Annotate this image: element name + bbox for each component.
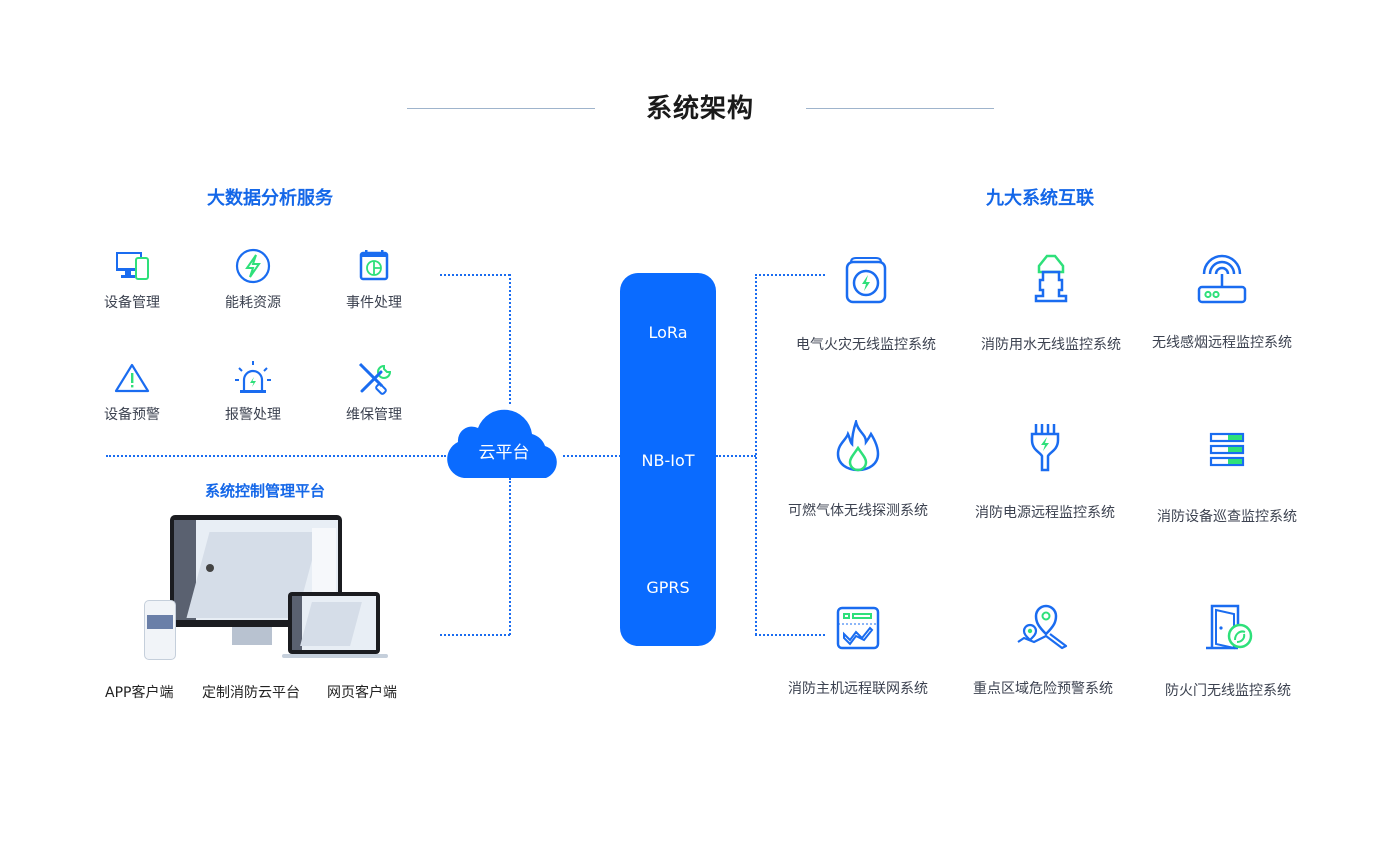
systems-title: 九大系统互联 [986, 188, 1094, 209]
system-host-networking[interactable]: 消防主机远程联网系统 [773, 606, 943, 698]
warning-icon [114, 363, 150, 393]
fire-door-icon [1206, 604, 1253, 650]
flame-icon [836, 420, 880, 472]
energy-icon [235, 248, 271, 284]
feature-alarm-handling[interactable]: 报警处理 [203, 360, 303, 424]
system-smoke-detection[interactable]: 无线感烟远程监控系统 [1137, 254, 1307, 352]
system-label: 电气火灾无线监控系统 [796, 337, 936, 353]
alarm-light-icon [235, 361, 271, 393]
system-label: 消防设备巡查监控系统 [1157, 509, 1297, 525]
page-title: 系统架构 [645, 94, 754, 124]
plug-icon [1030, 424, 1060, 472]
device-label-cloud: 定制消防云平台 [202, 685, 300, 701]
connector-pillar-right [716, 455, 756, 457]
system-equipment-patrol[interactable]: 消防设备巡查监控系统 [1142, 432, 1312, 526]
system-label: 消防用水无线监控系统 [981, 337, 1121, 353]
system-label: 防火门无线监控系统 [1165, 683, 1291, 699]
title-divider-left [407, 108, 595, 109]
cloud-icon [447, 409, 557, 478]
server-rack-icon [1209, 432, 1245, 467]
system-fire-door[interactable]: 防火门无线监控系统 [1143, 604, 1313, 700]
tools-icon [358, 362, 392, 395]
protocol-gprs: GPRS [646, 578, 690, 597]
monitor-stand [232, 627, 272, 645]
connector-platform-v [509, 478, 511, 635]
feature-label: 事件处理 [346, 295, 402, 311]
system-gas-detection[interactable]: 可燃气体无线探测系统 [773, 420, 943, 520]
connector-right-v [755, 274, 757, 635]
location-pin-icon [1017, 604, 1068, 650]
laptop-base [282, 654, 388, 658]
system-fire-water[interactable]: 消防用水无线监控系统 [966, 252, 1136, 354]
connector-analytics-v [509, 274, 511, 404]
feature-label: 能耗资源 [225, 295, 281, 311]
system-label: 重点区域危险预警系统 [973, 681, 1113, 697]
system-electrical-fire[interactable]: 电气火灾无线监控系统 [781, 256, 951, 354]
analytics-title: 大数据分析服务 [207, 188, 333, 209]
system-label: 无线感烟远程监控系统 [1152, 335, 1292, 351]
feature-device-warning[interactable]: 设备预警 [82, 360, 182, 424]
laptop-mockup [288, 592, 380, 654]
device-label-web: 网页客户端 [327, 685, 397, 701]
feature-label: 设备预警 [104, 407, 160, 423]
router-icon [1197, 254, 1247, 304]
protocol-pillar: LoRa NB-IoT GPRS [620, 273, 716, 646]
devices-icon [116, 252, 149, 280]
feature-label: 维保管理 [346, 407, 402, 423]
cloud-label: 云平台 [478, 443, 530, 463]
feature-maintenance[interactable]: 维保管理 [324, 360, 424, 424]
feature-label: 报警处理 [225, 407, 281, 423]
system-label: 消防电源远程监控系统 [975, 505, 1115, 521]
connector-platform-h [440, 634, 510, 636]
phone-mockup [144, 600, 176, 660]
cloud-platform[interactable]: 云平台 [444, 402, 564, 480]
calendar-chart-icon [359, 250, 389, 281]
device-mockup-group [128, 512, 388, 662]
device-label-app: APP客户端 [105, 685, 174, 701]
feature-device-management[interactable]: 设备管理 [82, 248, 182, 312]
connector-analytics-h [440, 274, 510, 276]
system-danger-warning[interactable]: 重点区域危险预警系统 [958, 604, 1128, 698]
system-label: 可燃气体无线探测系统 [788, 503, 928, 519]
platform-title: 系统控制管理平台 [204, 482, 325, 500]
system-label: 消防主机远程联网系统 [788, 681, 928, 697]
protocol-lora: LoRa [648, 323, 688, 342]
protocol-nbiot: NB-IoT [641, 451, 695, 470]
connector-divider-left [106, 455, 446, 457]
connector-right-bottom [755, 634, 825, 636]
system-fire-power[interactable]: 消防电源远程监控系统 [960, 422, 1130, 522]
feature-energy[interactable]: 能耗资源 [203, 248, 303, 312]
feature-label: 设备管理 [104, 295, 160, 311]
electric-box-icon [845, 257, 887, 304]
connector-right-top [755, 274, 825, 276]
monitor-chart-icon [836, 606, 880, 650]
hydrant-icon [1034, 254, 1068, 303]
feature-event-handling[interactable]: 事件处理 [324, 248, 424, 312]
connector-cloud-pillar [563, 455, 621, 457]
title-divider-right [806, 108, 994, 109]
